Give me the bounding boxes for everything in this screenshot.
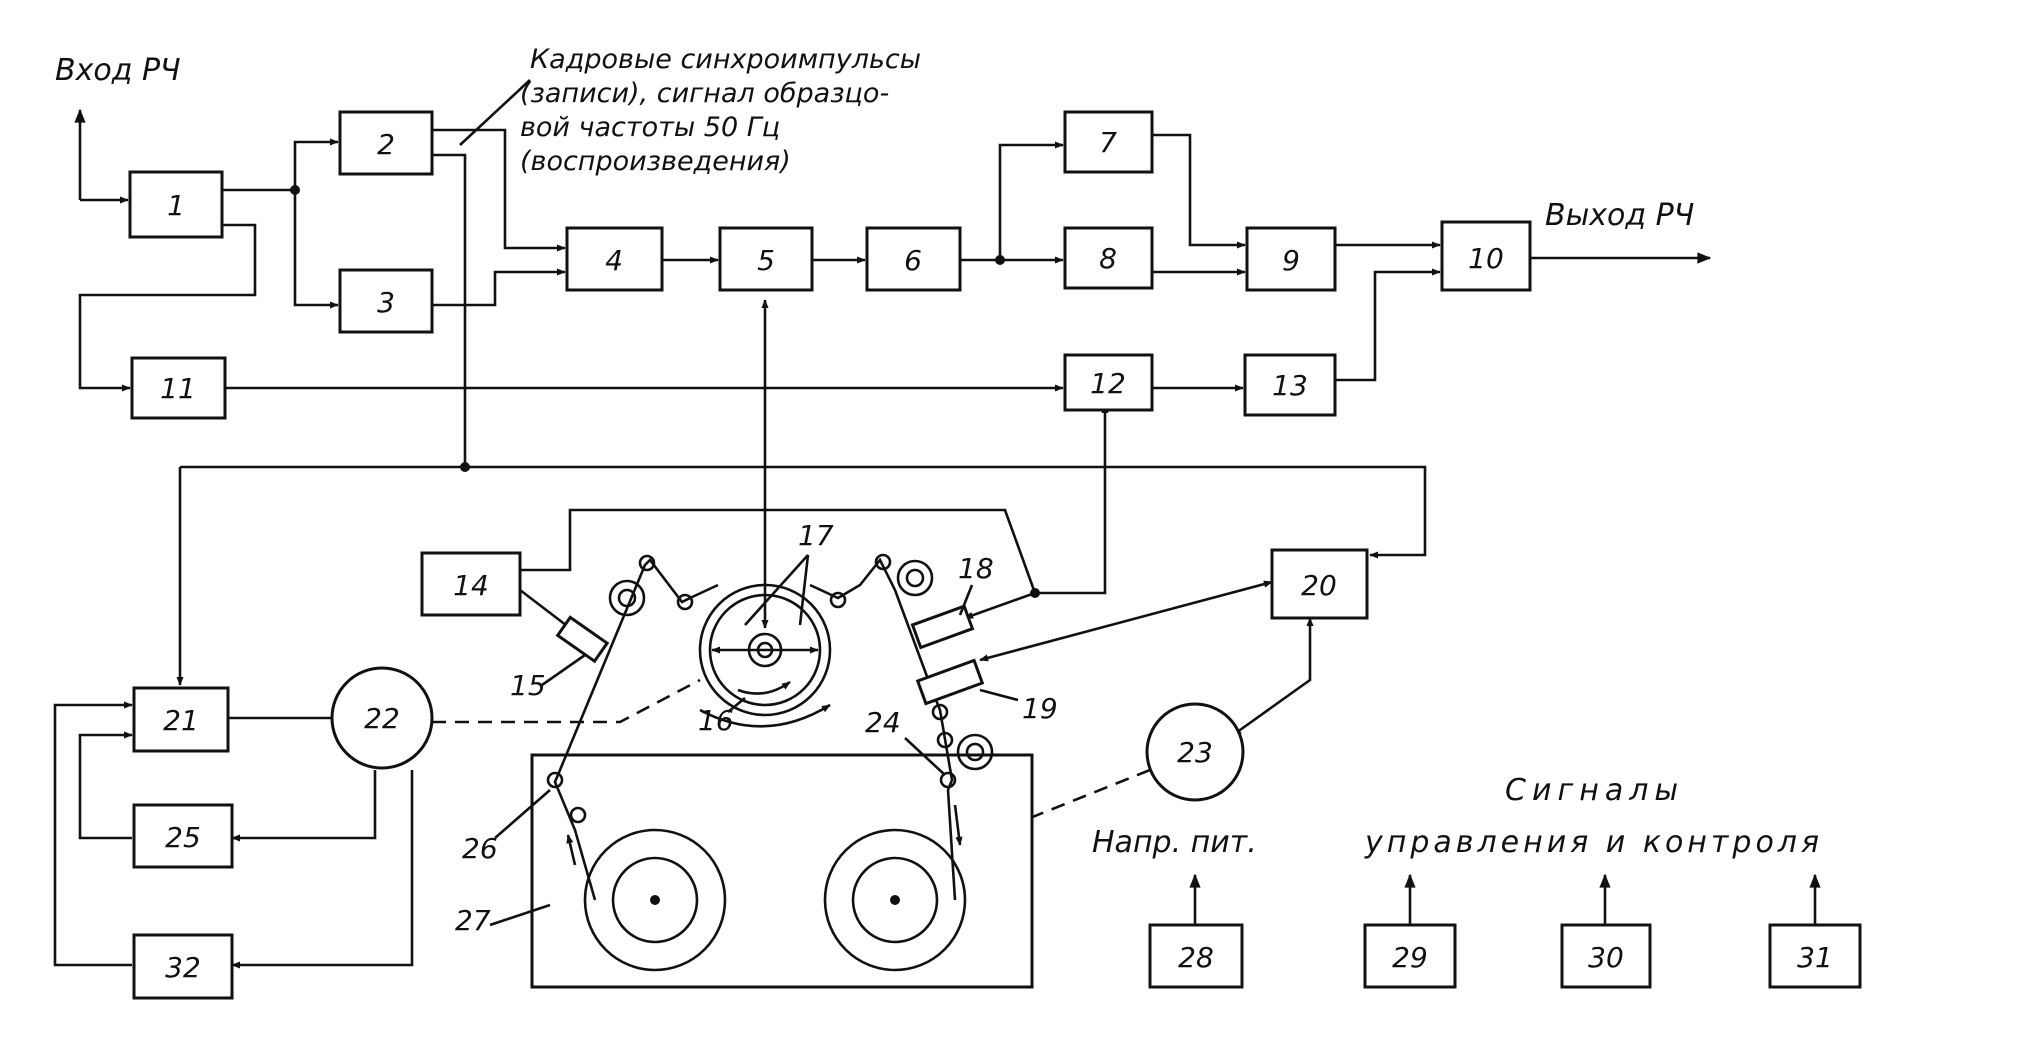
callouts: 15 16 17 18 19 24 26 — [462, 519, 1058, 865]
block-3-label: 3 — [377, 286, 395, 319]
signals-line1: Сигналы — [1505, 773, 1684, 808]
block-5-label: 5 — [757, 244, 775, 277]
motor-23: 23 — [1145, 702, 1245, 802]
block-20: 20 — [1270, 548, 1369, 620]
block-14-label: 14 — [453, 569, 489, 602]
block-2: 2 — [338, 110, 434, 176]
callout-18: 18 — [958, 552, 994, 585]
block-32: 32 — [132, 933, 234, 1000]
block-21-label: 21 — [163, 704, 199, 737]
block-14: 14 — [420, 551, 522, 617]
block-25-label: 25 — [165, 821, 201, 854]
tape-transport: 27 — [455, 553, 1034, 989]
input-label: Вход РЧ — [55, 53, 181, 88]
block-25: 25 — [132, 803, 234, 869]
annotation-line3: вой частоты 50 Гц — [520, 112, 780, 143]
block-28-label: 28 — [1178, 941, 1214, 974]
callout-26: 26 — [462, 832, 498, 865]
block-10-label: 10 — [1468, 242, 1504, 275]
block-11-label: 11 — [160, 372, 196, 405]
block-7-label: 7 — [1099, 126, 1117, 159]
callout-15: 15 — [510, 669, 546, 702]
annotation-line1: Кадровые синхроимпульсы — [530, 44, 921, 75]
callout-19: 19 — [1022, 692, 1058, 725]
annotation-line2: (записи), сигнал образцо- — [520, 78, 889, 109]
block-4-label: 4 — [605, 244, 623, 277]
block-32-label: 32 — [165, 951, 201, 984]
block-13: 13 — [1243, 353, 1337, 417]
block-8-label: 8 — [1099, 242, 1117, 275]
block-3: 3 — [338, 268, 434, 334]
block-21: 21 — [132, 686, 230, 753]
block-9: 9 — [1245, 226, 1337, 292]
callout-17: 17 — [798, 519, 834, 552]
block-9-label: 9 — [1282, 244, 1300, 277]
annotation-line4: (воспроизведения) — [520, 146, 791, 177]
block-12: 12 — [1063, 353, 1154, 412]
motor-22: 22 — [330, 666, 434, 770]
block-20-label: 20 — [1301, 569, 1337, 602]
block-5: 5 — [718, 226, 814, 292]
block-29-label: 29 — [1392, 941, 1428, 974]
block-31-label: 31 — [1797, 941, 1833, 974]
block-7: 7 — [1063, 110, 1154, 174]
annotation-text: Кадровые синхроимпульсы (записи), сигнал… — [520, 44, 921, 177]
block-1-label: 1 — [167, 189, 185, 222]
block-29: 29 — [1363, 923, 1457, 989]
motor-23-label: 23 — [1177, 736, 1213, 769]
motor-22-link — [432, 678, 701, 724]
callout-16: 16 — [698, 704, 734, 737]
block-28: 28 — [1148, 923, 1244, 989]
block-12-label: 12 — [1090, 367, 1126, 400]
output-label: Выход РЧ — [1545, 198, 1694, 233]
block-10: 10 — [1440, 220, 1532, 292]
block-1: 1 — [128, 170, 224, 239]
power-label: Напр. пит. — [1092, 825, 1257, 860]
block-30: 30 — [1560, 923, 1652, 989]
block-6: 6 — [865, 226, 962, 292]
block-2-label: 2 — [377, 128, 395, 161]
block-30-label: 30 — [1588, 941, 1624, 974]
cassette-27-label: 27 — [455, 904, 491, 937]
callout-24: 24 — [865, 706, 901, 739]
block-6-label: 6 — [904, 244, 922, 277]
signal-wires — [53, 79, 1821, 969]
block-11: 11 — [130, 356, 227, 420]
block-13-label: 13 — [1272, 369, 1308, 402]
block-4: 4 — [565, 226, 664, 292]
block-31: 31 — [1768, 923, 1862, 989]
signals-line2: управления и контроля — [1364, 825, 1823, 860]
block-8: 8 — [1063, 226, 1154, 290]
motor-22-label: 22 — [364, 702, 400, 735]
